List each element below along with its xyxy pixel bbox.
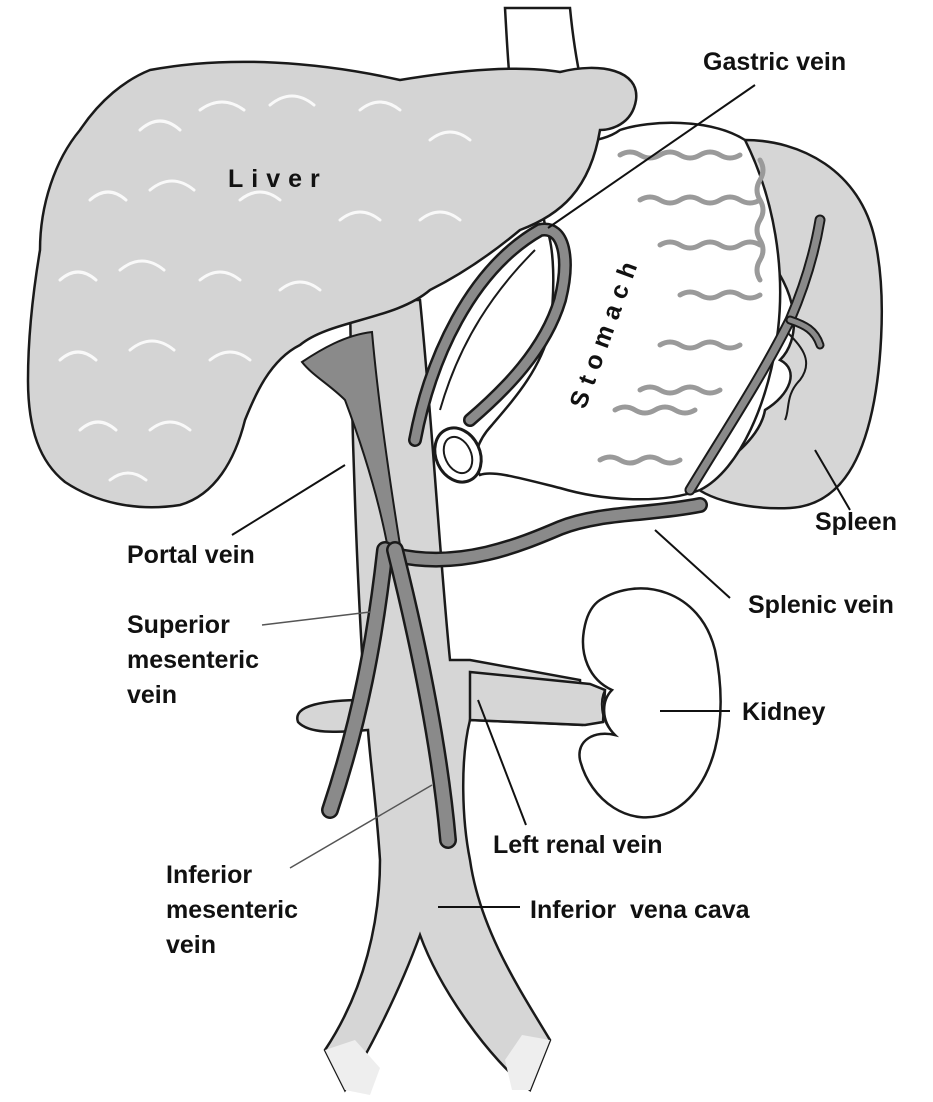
kidney-label: Kidney — [742, 698, 825, 726]
inferior-mesenteric-label-2: mesenteric — [166, 896, 298, 924]
gastric-vein-label: Gastric vein — [703, 48, 846, 76]
liver-label: Liver — [228, 165, 328, 193]
inferior-mesenteric-label-3: vein — [166, 931, 216, 959]
inferior-mesenteric-label-1: Inferior — [166, 861, 252, 889]
superior-mesenteric-label-1: Superior — [127, 611, 230, 639]
left-renal-vein-label: Left renal vein — [493, 831, 663, 859]
portal-vein-leader — [232, 465, 345, 535]
portal-vein-label: Portal vein — [127, 541, 255, 569]
renal-vein-stub — [470, 672, 605, 725]
superior-mesenteric-label-3: vein — [127, 681, 177, 709]
superior-mesenteric-label-2: mesenteric — [127, 646, 259, 674]
superior-mesenteric-leader — [262, 612, 370, 625]
splenic-vein-label: Splenic vein — [748, 591, 894, 619]
spleen-label: Spleen — [815, 508, 897, 536]
splenic-vein-leader — [655, 530, 730, 598]
inferior-vena-cava-label: Inferior vena cava — [530, 896, 751, 924]
